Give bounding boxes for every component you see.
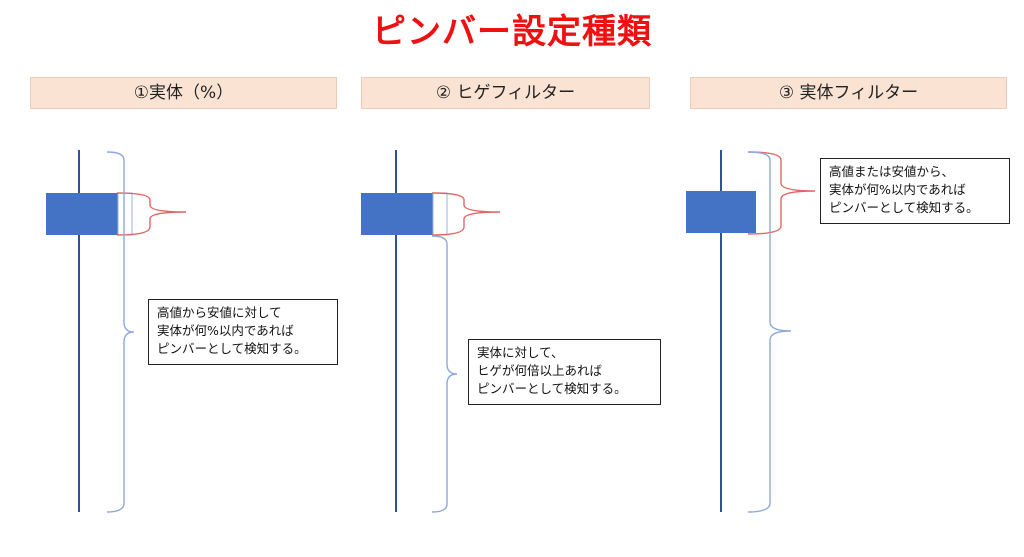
note-line: ピンバーとして検知する。	[157, 341, 307, 356]
note-line: 実体が何%以内であれば	[829, 182, 966, 197]
red-brace-body	[431, 192, 501, 236]
candle-body	[361, 193, 433, 235]
note-body-filter: 高値または安値から、 実体が何%以内であれば ピンバーとして検知する。	[820, 158, 1010, 224]
note-line: ヒゲが何倍以上あれば	[477, 363, 603, 378]
header-body-filter: ③ 実体フィルター	[690, 77, 1007, 109]
page-title: ピンバー設定種類	[372, 12, 652, 52]
panel-1-candle	[46, 150, 133, 512]
note-body-percent: 高値から安値に対して 実体が何%以内であれば ピンバーとして検知する。	[148, 299, 338, 365]
candle-body-outline	[117, 192, 133, 236]
header-body-percent: ①実体（%）	[30, 77, 337, 109]
candle-body-outline	[432, 192, 448, 236]
red-brace-body	[116, 192, 187, 236]
note-line: ピンバーとして検知する。	[477, 381, 627, 396]
header-wick-filter: ② ヒゲフィルター	[361, 77, 650, 109]
candle-body	[686, 191, 756, 233]
blue-brace-full-range	[747, 151, 792, 513]
note-line: ピンバーとして検知する。	[829, 200, 979, 215]
panel-3-candle	[686, 150, 756, 512]
note-line: 高値または安値から、	[829, 164, 955, 179]
blue-brace-lower-wick	[431, 235, 458, 513]
red-brace-high-to-body	[747, 151, 816, 235]
candle-body	[46, 193, 118, 235]
note-line: 実体が何%以内であれば	[157, 323, 294, 338]
panel-2-candle	[361, 150, 448, 512]
blue-brace-full-range	[106, 151, 135, 513]
note-line: 実体に対して、	[477, 345, 564, 360]
note-wick-filter: 実体に対して、 ヒゲが何倍以上あれば ピンバーとして検知する。	[468, 339, 661, 405]
note-line: 高値から安値に対して	[157, 305, 282, 320]
